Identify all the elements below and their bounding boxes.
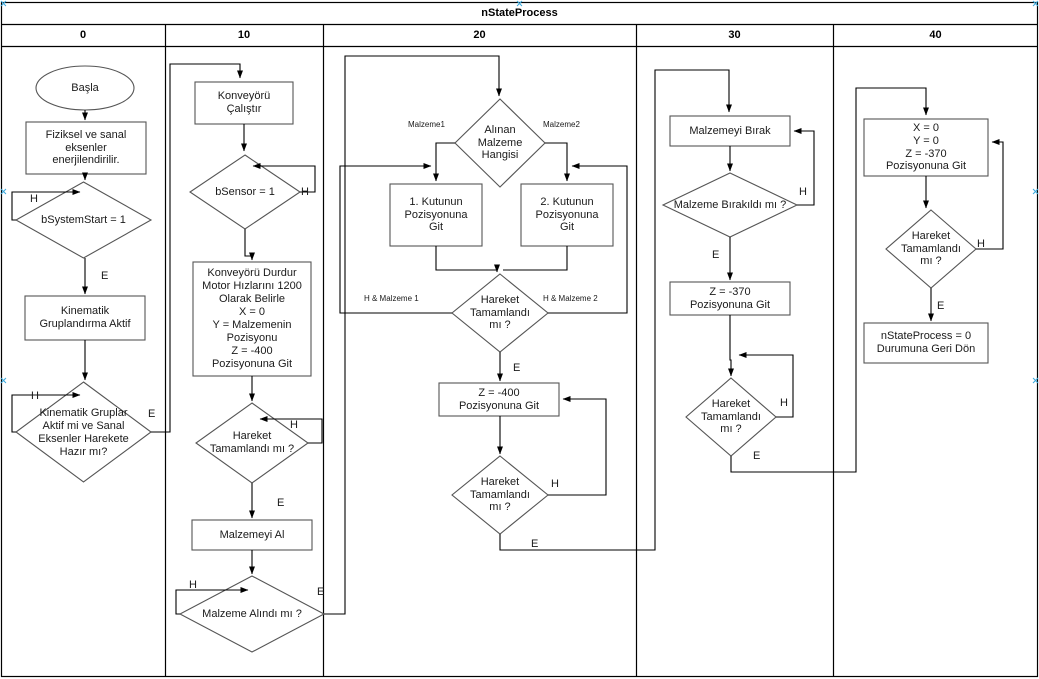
shapes-col-10 xyxy=(178,81,326,653)
shape-fiziksel-sanal xyxy=(25,121,147,175)
shape-z400-git xyxy=(438,382,560,417)
shape-hareket-tamam-c30 xyxy=(685,377,777,457)
shape-nstate-geri-don xyxy=(863,322,989,364)
shape-hareket-tamam-c40 xyxy=(885,209,977,289)
shape-malzeme-birakildi xyxy=(661,172,799,238)
shape-hareket-tamam-c20a xyxy=(451,273,549,353)
shape-malzemeyi-birak xyxy=(669,115,791,147)
shape-konveyoru-durdur xyxy=(192,261,312,377)
column-header-0: 0 xyxy=(79,29,87,41)
edges-col-40 xyxy=(923,139,1004,322)
shape-basla xyxy=(35,65,135,111)
shapes-col-20 xyxy=(389,98,614,535)
shapes-col-0 xyxy=(14,65,153,483)
shape-kutu2-git xyxy=(520,183,614,247)
edges-col-0 xyxy=(11,63,243,433)
shape-alinan-malzeme xyxy=(454,98,546,188)
column-header-30: 30 xyxy=(728,29,741,41)
edges-col-30 xyxy=(727,87,929,473)
shape-z370-git-c30 xyxy=(669,281,791,316)
edges-col-10 xyxy=(175,55,502,615)
page-title: nStateProcess xyxy=(481,7,558,19)
shape-malzemeyi-al xyxy=(191,519,313,551)
column-header-10: 10 xyxy=(237,29,251,41)
shape-hareket-tamam-c20b xyxy=(451,455,549,535)
shape-hareket-tamam-c10 xyxy=(195,402,309,484)
column-header-40: 40 xyxy=(929,29,942,41)
shape-kinematik-hazir xyxy=(15,381,152,483)
shape-bsystemstart xyxy=(14,181,153,259)
edges-col-20 xyxy=(339,69,732,551)
shapes-col-40 xyxy=(863,118,989,364)
shape-kinematik-aktif xyxy=(24,295,146,341)
shape-xyz-git-c40 xyxy=(863,118,989,177)
shape-kutu1-git xyxy=(389,183,483,247)
shape-konveyoru-calistir xyxy=(194,81,294,125)
shapes-col-30 xyxy=(661,115,799,457)
shape-malzeme-alindi xyxy=(178,575,326,653)
column-header-20: 20 xyxy=(473,29,486,41)
